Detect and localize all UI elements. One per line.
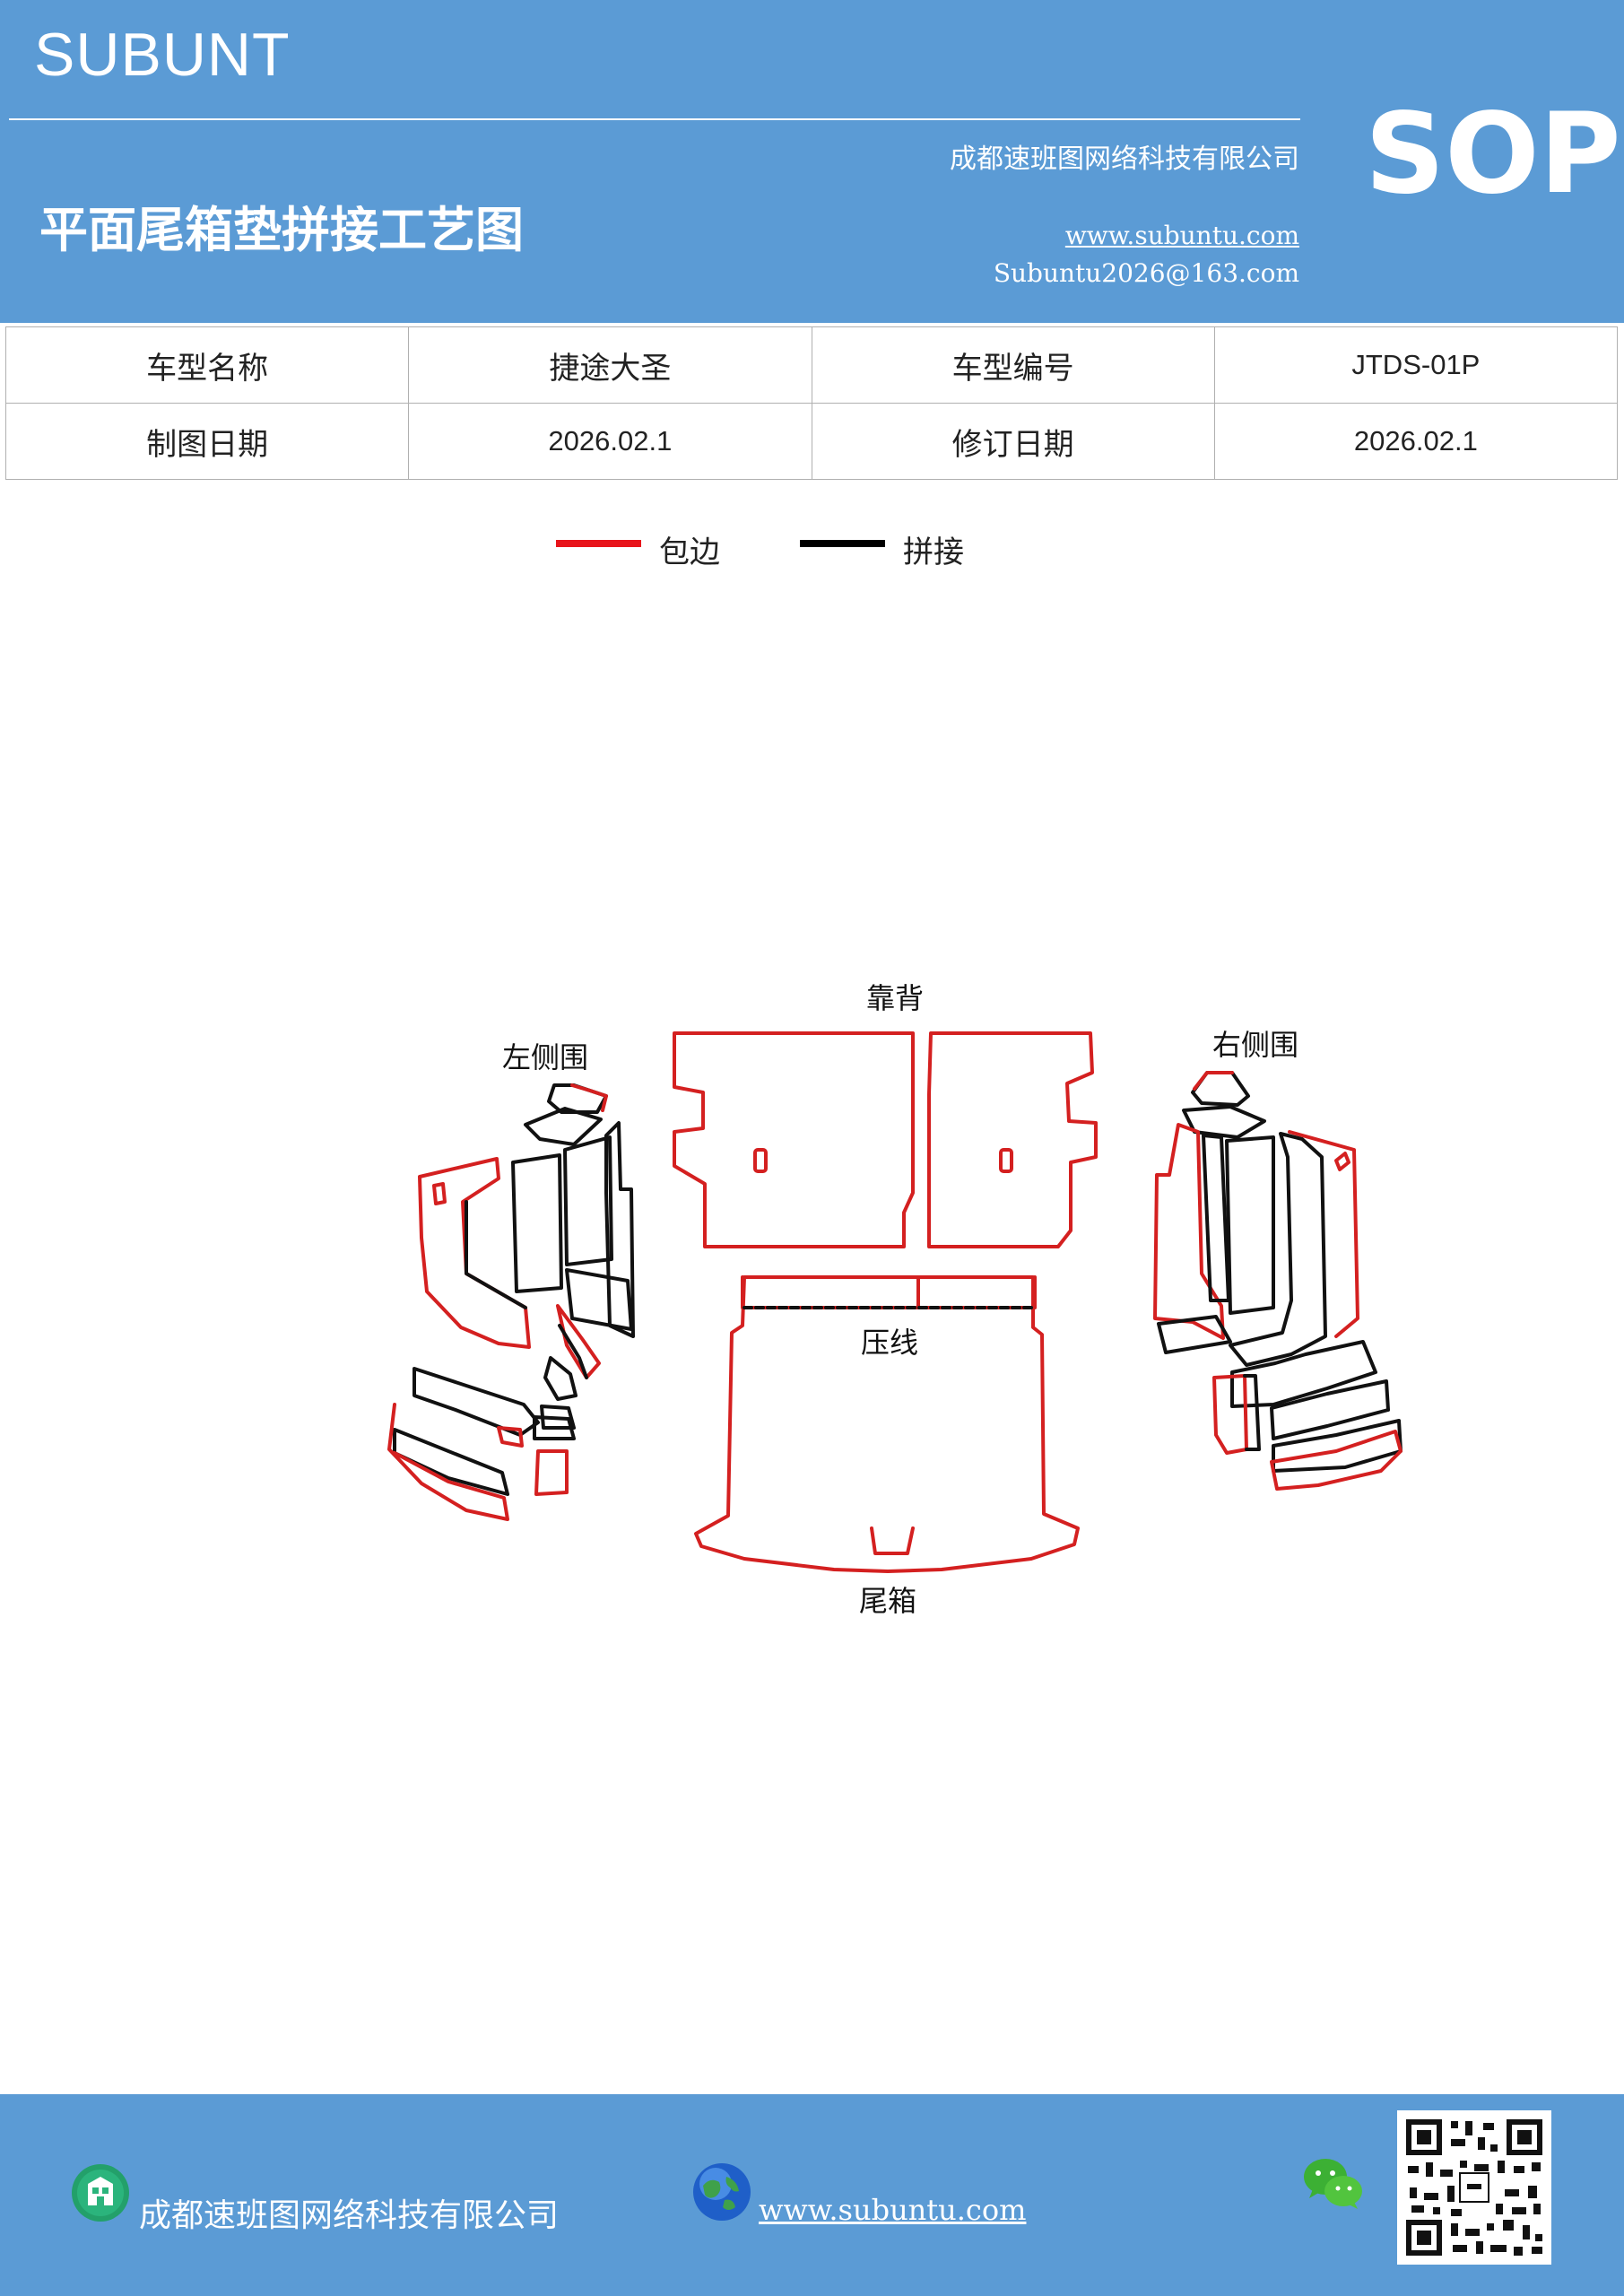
mat-layout-diagram: 靠背 左侧围 右侧围 压线 尾箱 [387, 981, 1403, 1618]
left-side-mid-flap [556, 1304, 601, 1379]
legend-label-seam: 拼接 [903, 535, 964, 570]
model-code-value: JTDS-01P [1213, 326, 1619, 404]
right-side-top-cap-edge [1193, 1071, 1234, 1091]
left-side-upper-wheel [413, 1367, 540, 1437]
footer-company-name: 成都速班图网络科技有限公司 [139, 2197, 560, 2234]
right-side-lower-b [1270, 1379, 1390, 1440]
header-banner: SUBUNT 平面尾箱垫拼接工艺图 成都速班图网络科技有限公司 www.subu… [0, 0, 1624, 323]
brand-name: SUBUNT [34, 21, 291, 89]
footer-website-link[interactable]: www.subuntu.com [759, 2193, 1027, 2227]
left-side-wheel-inner [393, 1428, 509, 1496]
left-side-column-a [511, 1153, 563, 1293]
left-side-corner-edge [497, 1426, 524, 1448]
right-side-lower-left-block-inner [1243, 1374, 1261, 1451]
right-side-bottom-edge [1270, 1430, 1403, 1491]
header-website-link[interactable]: www.subuntu.com [1064, 221, 1299, 250]
left-side-shoulder [524, 1107, 603, 1146]
right-side-outer-edge [1288, 1130, 1359, 1338]
left-side-panels [387, 1083, 635, 1521]
left-side-top-cap [547, 1083, 608, 1114]
backrest-left-slot [753, 1148, 768, 1173]
backrest-right-outline [927, 1031, 1098, 1248]
draw-date-label: 制图日期 [4, 403, 410, 480]
vehicle-info-table: 车型名称 捷途大圣 车型编号 JTDS-01P 制图日期 2026.02.1 修… [4, 326, 1619, 480]
left-side-right-strip [604, 1121, 635, 1338]
header-divider [9, 118, 1300, 120]
wechat-icon[interactable] [1302, 2155, 1365, 2213]
label-trunk: 尾箱 [859, 1584, 916, 1618]
left-side-column-c [565, 1268, 633, 1331]
model-name-value: 捷途大圣 [408, 326, 812, 404]
model-code-label: 车型编号 [811, 326, 1215, 404]
revise-date-label: 修订日期 [811, 403, 1215, 480]
legend-swatch-edge [556, 540, 641, 547]
trunk-floor-outline [694, 1275, 1080, 1573]
sop-badge: SOP [1365, 90, 1621, 219]
left-side-small-piece-2 [540, 1405, 576, 1430]
backrest-right-slot [999, 1148, 1013, 1173]
right-side-panels [1153, 1071, 1403, 1491]
header-email[interactable]: Subuntu2026@163.com [993, 258, 1299, 288]
document-title: 平面尾箱垫拼接工艺图 [39, 202, 524, 258]
left-side-outer-trim [418, 1157, 531, 1349]
left-side-lower-edge [387, 1403, 509, 1521]
right-side-slot [1334, 1152, 1350, 1171]
left-side-small-piece-3 [533, 1415, 576, 1440]
backrest-left-outline [673, 1031, 915, 1248]
right-side-bottom-plate [1157, 1315, 1232, 1354]
left-side-column-b [563, 1135, 613, 1266]
legend-label-edge: 包边 [659, 535, 720, 570]
left-side-small-piece-4 [534, 1449, 569, 1496]
draw-date-value: 2026.02.1 [408, 403, 812, 480]
left-side-outer-inner [465, 1200, 527, 1309]
qr-code[interactable] [1397, 2110, 1551, 2265]
label-left-side: 左侧围 [502, 1040, 588, 1074]
label-crease: 压线 [861, 1326, 918, 1360]
label-backrest: 靠背 [866, 981, 924, 1015]
right-side-column-b [1225, 1135, 1275, 1315]
right-side-outer-trim [1153, 1123, 1225, 1340]
backrest-right-panel [927, 1031, 1098, 1248]
table-row: 制图日期 2026.02.1 修订日期 2026.02.1 [4, 403, 1619, 480]
trunk-floor-top-seam [741, 1275, 1037, 1309]
globe-icon [693, 2163, 751, 2221]
right-side-lower-c [1272, 1419, 1403, 1473]
left-side-small-piece-1 [543, 1356, 578, 1401]
right-side-lower-left-block [1212, 1374, 1248, 1455]
trunk-handle [870, 1526, 915, 1555]
table-row: 车型名称 捷途大圣 车型编号 JTDS-01P [4, 326, 1619, 404]
backrest-left-panel [673, 1031, 915, 1248]
footer-banner: 成都速班图网络科技有限公司 www.subuntu.com [0, 2094, 1624, 2296]
left-side-small-slot [432, 1182, 447, 1205]
revise-date-value: 2026.02.1 [1213, 403, 1619, 480]
building-icon [72, 2164, 129, 2222]
trunk-floor-panel [694, 1275, 1080, 1573]
label-right-side: 右侧围 [1212, 1028, 1298, 1062]
right-side-column-a [1202, 1134, 1230, 1302]
left-side-mid-flap-inner [558, 1324, 588, 1379]
left-side-top-cap-edge [570, 1083, 608, 1112]
header-company-name: 成都速班图网络科技有限公司 [950, 144, 1299, 175]
model-name-label: 车型名称 [4, 326, 410, 404]
right-side-curve-panel [1229, 1132, 1327, 1367]
legend-swatch-seam [800, 540, 885, 547]
